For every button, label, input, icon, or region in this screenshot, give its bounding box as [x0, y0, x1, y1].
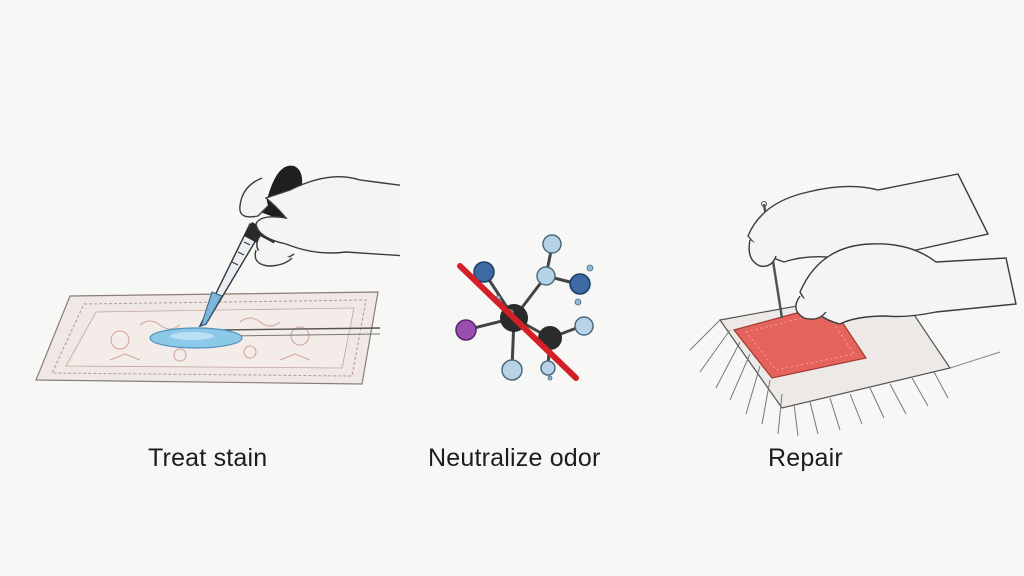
- caption-repair: Repair: [768, 444, 843, 472]
- hand-icon: [239, 175, 400, 267]
- hands-icon: [747, 173, 1017, 325]
- caption-neutralize-odor: Neutralize odor: [428, 444, 601, 472]
- step-repair: [650, 0, 1024, 576]
- molecule-icon: [455, 234, 594, 381]
- step-treat-stain: [0, 0, 400, 576]
- dropper-on-rug-icon: [35, 165, 400, 385]
- crossed-out-molecule-icon: [455, 234, 594, 381]
- step-neutralize-odor: [400, 0, 650, 576]
- caption-treat-stain: Treat stain: [148, 444, 268, 472]
- needle-repair-rug-icon: [689, 173, 1017, 437]
- strike-line: [457, 263, 579, 381]
